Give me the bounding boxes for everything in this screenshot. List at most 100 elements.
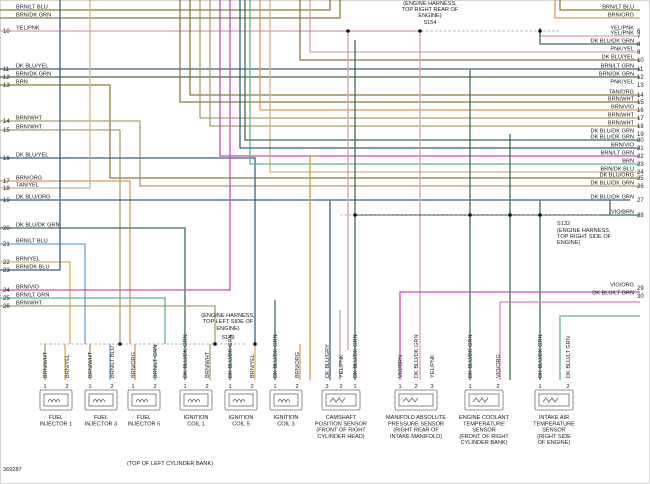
component-title: CAMSHAFT xyxy=(326,415,357,421)
right-pin-number: 18 xyxy=(637,124,644,130)
bottom-caption: (TOP OF LEFT CYLINDER BANK) xyxy=(127,461,213,467)
connector-inner xyxy=(43,393,69,407)
component-title: OF ENGINE) xyxy=(538,440,571,446)
component-wire-label: DK BLU/DK GRN xyxy=(273,334,279,378)
left-pin-number: 23 xyxy=(3,268,10,274)
right-pin-wire-label: BRN/ORG xyxy=(608,13,634,19)
component-wire-label: DK BLU/DK GRN xyxy=(353,334,359,378)
component-pin-number: 2 xyxy=(415,384,418,390)
left-pin-wire-label: TAN/YEL xyxy=(16,183,39,189)
left-pin-wire-label: BRN/WHT xyxy=(16,125,43,131)
connector-inner xyxy=(228,393,254,407)
component-pin-number: 2 xyxy=(111,384,114,390)
connector-inner xyxy=(538,393,570,407)
left-pin-number: 20 xyxy=(3,226,10,232)
connector-body xyxy=(269,389,303,411)
left-pin-number: 19 xyxy=(3,198,10,204)
left-pin-number: 15 xyxy=(3,128,10,134)
left-pin-wire-label: BRN/LT BLU xyxy=(16,239,48,245)
right-pin-wire-label: YEL/PNK xyxy=(610,31,634,37)
component-wire-label: BRN/YEL xyxy=(250,354,256,378)
component-wire-label: BRN/LT BLU xyxy=(110,346,116,378)
right-pin-number: 20 xyxy=(637,138,644,144)
component-title: ENGINE COOLANT xyxy=(459,415,510,421)
component-title: IGNITION xyxy=(274,415,299,421)
left-pin-wire-label: BRN/WHT xyxy=(16,301,43,307)
left-pin-number: 16 xyxy=(3,156,10,162)
right-pin-wire-label: DK BLU/DK GRN xyxy=(590,39,634,45)
left-pin-wire-label: BRN/DK GRN xyxy=(16,13,51,19)
left-pin-wire-label: DK BLU/YEL xyxy=(16,64,48,70)
right-pin-wire-label: BRN/WHT xyxy=(608,121,635,127)
right-pin-number: 10 xyxy=(637,58,644,64)
left-pin-number: 14 xyxy=(3,119,10,125)
sensor-symbol xyxy=(402,397,419,403)
right-pin-wire-label: BRN xyxy=(622,159,634,165)
right-pin-number: 25 xyxy=(637,176,644,182)
svg-text:S132: S132 xyxy=(557,221,570,227)
right-pin-number: 22 xyxy=(637,154,644,160)
splice-dot xyxy=(213,342,217,346)
sensor-symbol xyxy=(329,397,346,403)
right-pin-wire-label: DK BLU/DK GRN xyxy=(590,135,634,141)
component-pin-number: 3 xyxy=(326,384,329,390)
component-wire-label: DK BLU/DK GRN xyxy=(228,334,234,378)
left-pin-number: 25 xyxy=(3,296,10,302)
splice-dot xyxy=(118,342,122,346)
right-pin-wire-label: PNK/YEL xyxy=(610,47,634,53)
right-pin-number: 21 xyxy=(637,146,644,152)
component-wire-label: BRN/WHT xyxy=(88,351,94,378)
component-title: IGNITION xyxy=(184,415,209,421)
component-title: POSITION SENSOR xyxy=(315,421,367,427)
component-wire-label: DK BLU/DK GRN xyxy=(414,334,420,378)
svg-text:(ENGINE HARNESS,: (ENGINE HARNESS, xyxy=(557,228,611,234)
component-wire-label: YEL/PNK xyxy=(339,354,345,378)
right-pin: BRN/ORG xyxy=(608,13,634,19)
connector-inner xyxy=(131,393,157,407)
component-title: COIL 5 xyxy=(232,421,250,427)
splice-label-s132: S132 (ENGINE HARNESS, TOP RIGHT SIDE OF … xyxy=(557,221,612,246)
component-wire-label: BRN/WHT xyxy=(43,351,49,378)
component-wire-label: BRN/ORG xyxy=(131,352,137,378)
right-pin-number: 13 xyxy=(637,83,644,89)
component-wire-label: BRN/ORG xyxy=(295,352,301,378)
component-title: (RIGHT SIDE xyxy=(537,434,571,440)
left-pin-number: 10 xyxy=(3,29,10,35)
component-wire-label: YEL/PNK xyxy=(430,354,436,378)
component-title: SENSOR xyxy=(472,428,496,434)
right-pin-number: 29 xyxy=(637,286,644,292)
right-pin-wire-label: YEL/PNK xyxy=(610,26,634,32)
splice-dot xyxy=(468,213,472,217)
coil-symbol xyxy=(277,399,291,403)
left-pin-number: 11 xyxy=(3,67,10,73)
right-pin-number: 24 xyxy=(637,170,644,176)
component-title: MANIFOLD ABSOLUTE xyxy=(386,415,446,421)
component-pin-number: 2 xyxy=(497,384,500,390)
component-pin-number: 1 xyxy=(184,384,187,390)
splice-label-s149: (ENGINE HARNESS, TOP LEFT SIDE OF ENGINE… xyxy=(201,313,255,341)
right-pin-number: 7 xyxy=(637,34,641,40)
